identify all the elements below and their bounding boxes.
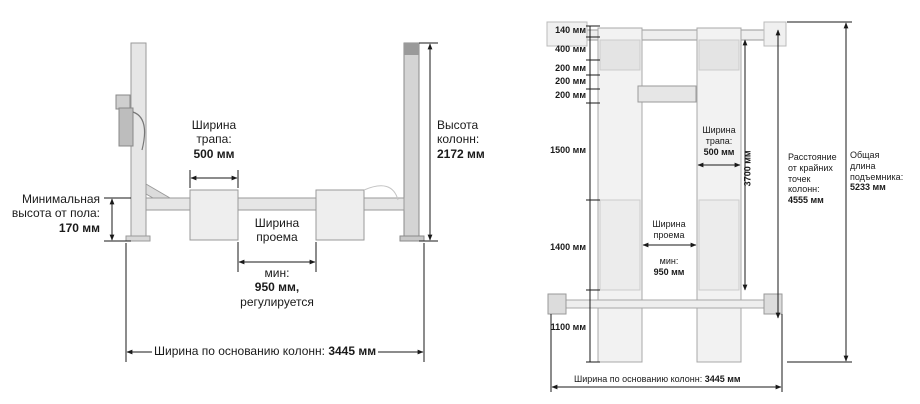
middle-beam: [637, 85, 697, 103]
front-min-height-title2: высота от пола:: [11, 206, 100, 221]
top-trap-width-label: Ширина трапа: 500 мм: [694, 125, 744, 157]
top-base-width-label: Ширина по основанию колонн: 3445 мм: [572, 374, 743, 385]
bottom-right-post: [763, 293, 783, 315]
front-trap-width-label: Ширина трапа: 500 мм: [180, 118, 248, 161]
top-opening-value-group: мин: 950 мм: [640, 256, 698, 278]
right-column-base: [399, 235, 425, 242]
front-opening-value: 950 мм,: [254, 280, 300, 295]
top-runway-length: 3700 мм: [742, 150, 753, 187]
top-opening-min-label: мин:: [659, 256, 679, 266]
top-opening-title-group: Ширина проема: [640, 219, 698, 241]
top-dim-200-a: 200 мм: [555, 63, 586, 73]
front-opening-title2: проема: [256, 230, 298, 245]
power-unit-motor: [115, 94, 131, 110]
front-min-height-label: Минимальная высота от пола: 170 мм: [2, 192, 100, 235]
top-outer-distance-l3: точек: [788, 173, 811, 184]
front-column-height-title: Высота: [437, 118, 479, 132]
left-column-base: [125, 235, 151, 242]
right-runway: [315, 189, 365, 241]
front-column-height-label: Высота колонн: 2172 мм: [437, 118, 485, 161]
top-trap-width-title2: трапа:: [705, 135, 733, 146]
top-outer-distance-label: Расстояние от крайних точек колонн: 4555…: [788, 152, 837, 206]
top-left-runway: [597, 27, 643, 363]
bottom-left-post: [547, 293, 567, 315]
top-opening-title: Ширина: [652, 219, 686, 229]
top-outer-distance-l2: от крайних: [788, 162, 833, 173]
left-runway: [189, 189, 239, 241]
top-trap-width-value: 500 мм: [703, 146, 735, 157]
power-unit-tank: [118, 107, 134, 147]
top-outer-distance-l1: Расстояние: [788, 152, 837, 162]
front-base-width-title: Ширина по основанию колонн:: [154, 344, 325, 358]
front-column-height-title2: колонн:: [437, 132, 480, 147]
top-right-runway: [696, 27, 742, 363]
front-base-width-value: 3445 мм: [328, 344, 377, 358]
front-opening-note: регулируется: [240, 294, 314, 309]
front-opening-min-label: мин:: [264, 266, 290, 280]
top-left-bracket: [546, 21, 588, 47]
top-total-length-label: Общая длина подъемника: 5233 мм: [850, 150, 903, 193]
front-opening-title-group: Ширина проема: [240, 216, 314, 245]
right-column: [403, 42, 420, 240]
top-opening-title2: проема: [653, 229, 685, 240]
bottom-crossbar: [557, 299, 781, 309]
front-opening-value-group: мин: 950 мм, регулируется: [222, 266, 332, 309]
front-column-height-value: 2172 мм: [437, 146, 485, 161]
top-total-length-l3: подъемника:: [850, 171, 904, 182]
right-column-cap: [404, 43, 419, 55]
top-view-drawing: [546, 21, 787, 363]
top-dim-200-c: 200 мм: [555, 90, 586, 100]
front-base-width-label: Ширина по основанию колонн: 3445 мм: [152, 344, 379, 359]
top-dim-200-b: 200 мм: [555, 76, 586, 86]
front-trap-width-title2: трапа:: [196, 132, 232, 147]
front-trap-width-title: Ширина: [191, 118, 237, 132]
top-outer-distance-value: 4555 мм: [788, 195, 824, 206]
top-dim-140: 140 мм: [555, 25, 586, 35]
front-min-height-title: Минимальная: [21, 192, 100, 206]
crossbeam: [145, 197, 405, 211]
top-dim-1500: 1500 мм: [550, 145, 586, 155]
front-view-drawing: [115, 42, 425, 242]
top-total-length-l2: длина: [850, 160, 876, 171]
front-opening-title: Ширина: [254, 216, 300, 230]
top-dim-1100: 1100 мм: [550, 322, 586, 332]
front-trap-width-value: 500 мм: [193, 146, 235, 161]
top-outer-distance-l4: колонн:: [788, 184, 820, 195]
top-dim-400: 400 мм: [555, 44, 586, 54]
front-min-height-value: 170 мм: [58, 220, 100, 235]
top-dim-1400: 1400 мм: [550, 242, 586, 252]
top-total-length-l1: Общая: [850, 150, 880, 160]
top-right-bracket: [763, 21, 787, 47]
top-view-dimensions: [550, 21, 852, 392]
top-base-width-value: 3445 мм: [704, 374, 741, 384]
top-total-length-value: 5233 мм: [850, 182, 886, 193]
front-view-dimensions: [104, 42, 438, 362]
top-opening-value: 950 мм: [653, 266, 685, 277]
top-trap-width-title: Ширина: [702, 125, 736, 135]
top-base-width-title: Ширина по основанию колонн:: [574, 374, 703, 384]
